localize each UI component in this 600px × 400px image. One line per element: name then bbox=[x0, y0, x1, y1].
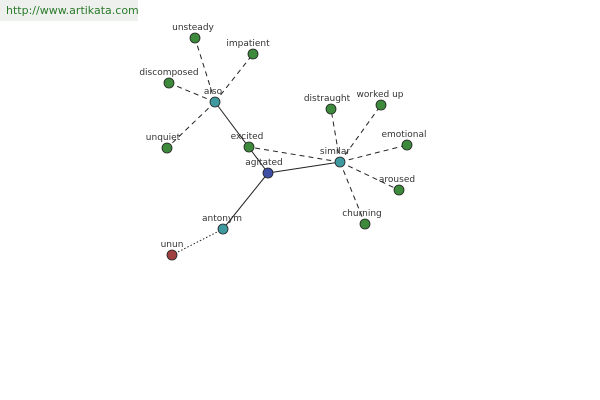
node-agitated-dot[interactable] bbox=[262, 167, 274, 179]
node-excited[interactable]: excited bbox=[231, 132, 264, 153]
node-distraught[interactable]: distraught bbox=[304, 94, 351, 115]
node-unquiet-label: unquiet bbox=[146, 133, 181, 143]
node-aroused[interactable]: aroused bbox=[379, 175, 415, 196]
edge-antonym-unun bbox=[171, 228, 224, 256]
node-worked_up[interactable]: worked up bbox=[357, 90, 404, 111]
node-distraught-dot[interactable] bbox=[325, 103, 337, 115]
node-unun-dot[interactable] bbox=[166, 249, 178, 261]
node-unun-label: unun bbox=[161, 240, 184, 250]
edge-agitated-antonym bbox=[222, 172, 269, 230]
node-distraught-label: distraught bbox=[304, 94, 351, 104]
edge-also-unsteady bbox=[194, 37, 216, 103]
node-churning-label: churning bbox=[342, 209, 382, 219]
node-discomposed[interactable]: discomposed bbox=[139, 68, 199, 89]
node-excited-dot[interactable] bbox=[243, 141, 255, 153]
node-emotional[interactable]: emotional bbox=[381, 130, 427, 151]
edge-agitated-also bbox=[214, 101, 269, 174]
node-impatient[interactable]: impatient bbox=[226, 39, 270, 60]
graph-edges bbox=[166, 37, 408, 256]
edge-also-unquiet bbox=[166, 101, 216, 149]
node-similar-label: similar bbox=[320, 147, 350, 157]
node-unsteady-label: unsteady bbox=[172, 23, 214, 33]
node-unun[interactable]: unun bbox=[161, 240, 184, 261]
node-aroused-dot[interactable] bbox=[393, 184, 405, 196]
node-also-dot[interactable] bbox=[209, 96, 221, 108]
node-worked_up-dot[interactable] bbox=[375, 99, 387, 111]
edge-similar-aroused bbox=[339, 161, 400, 191]
node-excited-label: excited bbox=[231, 132, 264, 142]
node-agitated-label: agitated bbox=[245, 158, 283, 168]
node-unquiet[interactable]: unquiet bbox=[146, 133, 181, 154]
node-unsteady[interactable]: unsteady bbox=[172, 23, 215, 44]
node-antonym-dot[interactable] bbox=[217, 223, 229, 235]
node-impatient-dot[interactable] bbox=[247, 48, 259, 60]
node-unquiet-dot[interactable] bbox=[161, 142, 173, 154]
edge-similar-emotional bbox=[339, 144, 408, 163]
edge-similar-churning bbox=[339, 161, 366, 225]
edge-also-impatient bbox=[214, 53, 254, 103]
node-agitated[interactable]: agitated bbox=[245, 158, 283, 179]
node-emotional-dot[interactable] bbox=[401, 139, 413, 151]
node-also-label: also bbox=[204, 87, 223, 97]
node-unsteady-dot[interactable] bbox=[189, 32, 201, 44]
node-also[interactable]: also bbox=[204, 87, 223, 108]
node-impatient-label: impatient bbox=[226, 39, 270, 49]
node-discomposed-label: discomposed bbox=[139, 68, 198, 78]
edge-similar-worked_up bbox=[339, 104, 382, 163]
node-churning-dot[interactable] bbox=[359, 218, 371, 230]
node-worked_up-label: worked up bbox=[357, 90, 404, 100]
node-similar[interactable]: similar bbox=[320, 147, 350, 168]
node-churning[interactable]: churning bbox=[342, 209, 382, 230]
node-aroused-label: aroused bbox=[379, 175, 415, 185]
watermark-url: http://www.artikata.com bbox=[0, 0, 139, 21]
node-discomposed-dot[interactable] bbox=[163, 77, 175, 89]
edge-similar-excited bbox=[248, 146, 341, 163]
graph-nodes: agitated also similar antonym unsteady impati… bbox=[139, 23, 427, 261]
node-antonym[interactable]: antonym bbox=[202, 214, 242, 235]
node-emotional-label: emotional bbox=[381, 130, 426, 140]
edge-agitated-similar bbox=[267, 161, 341, 174]
node-antonym-label: antonym bbox=[202, 214, 242, 224]
node-similar-dot[interactable] bbox=[334, 156, 346, 168]
